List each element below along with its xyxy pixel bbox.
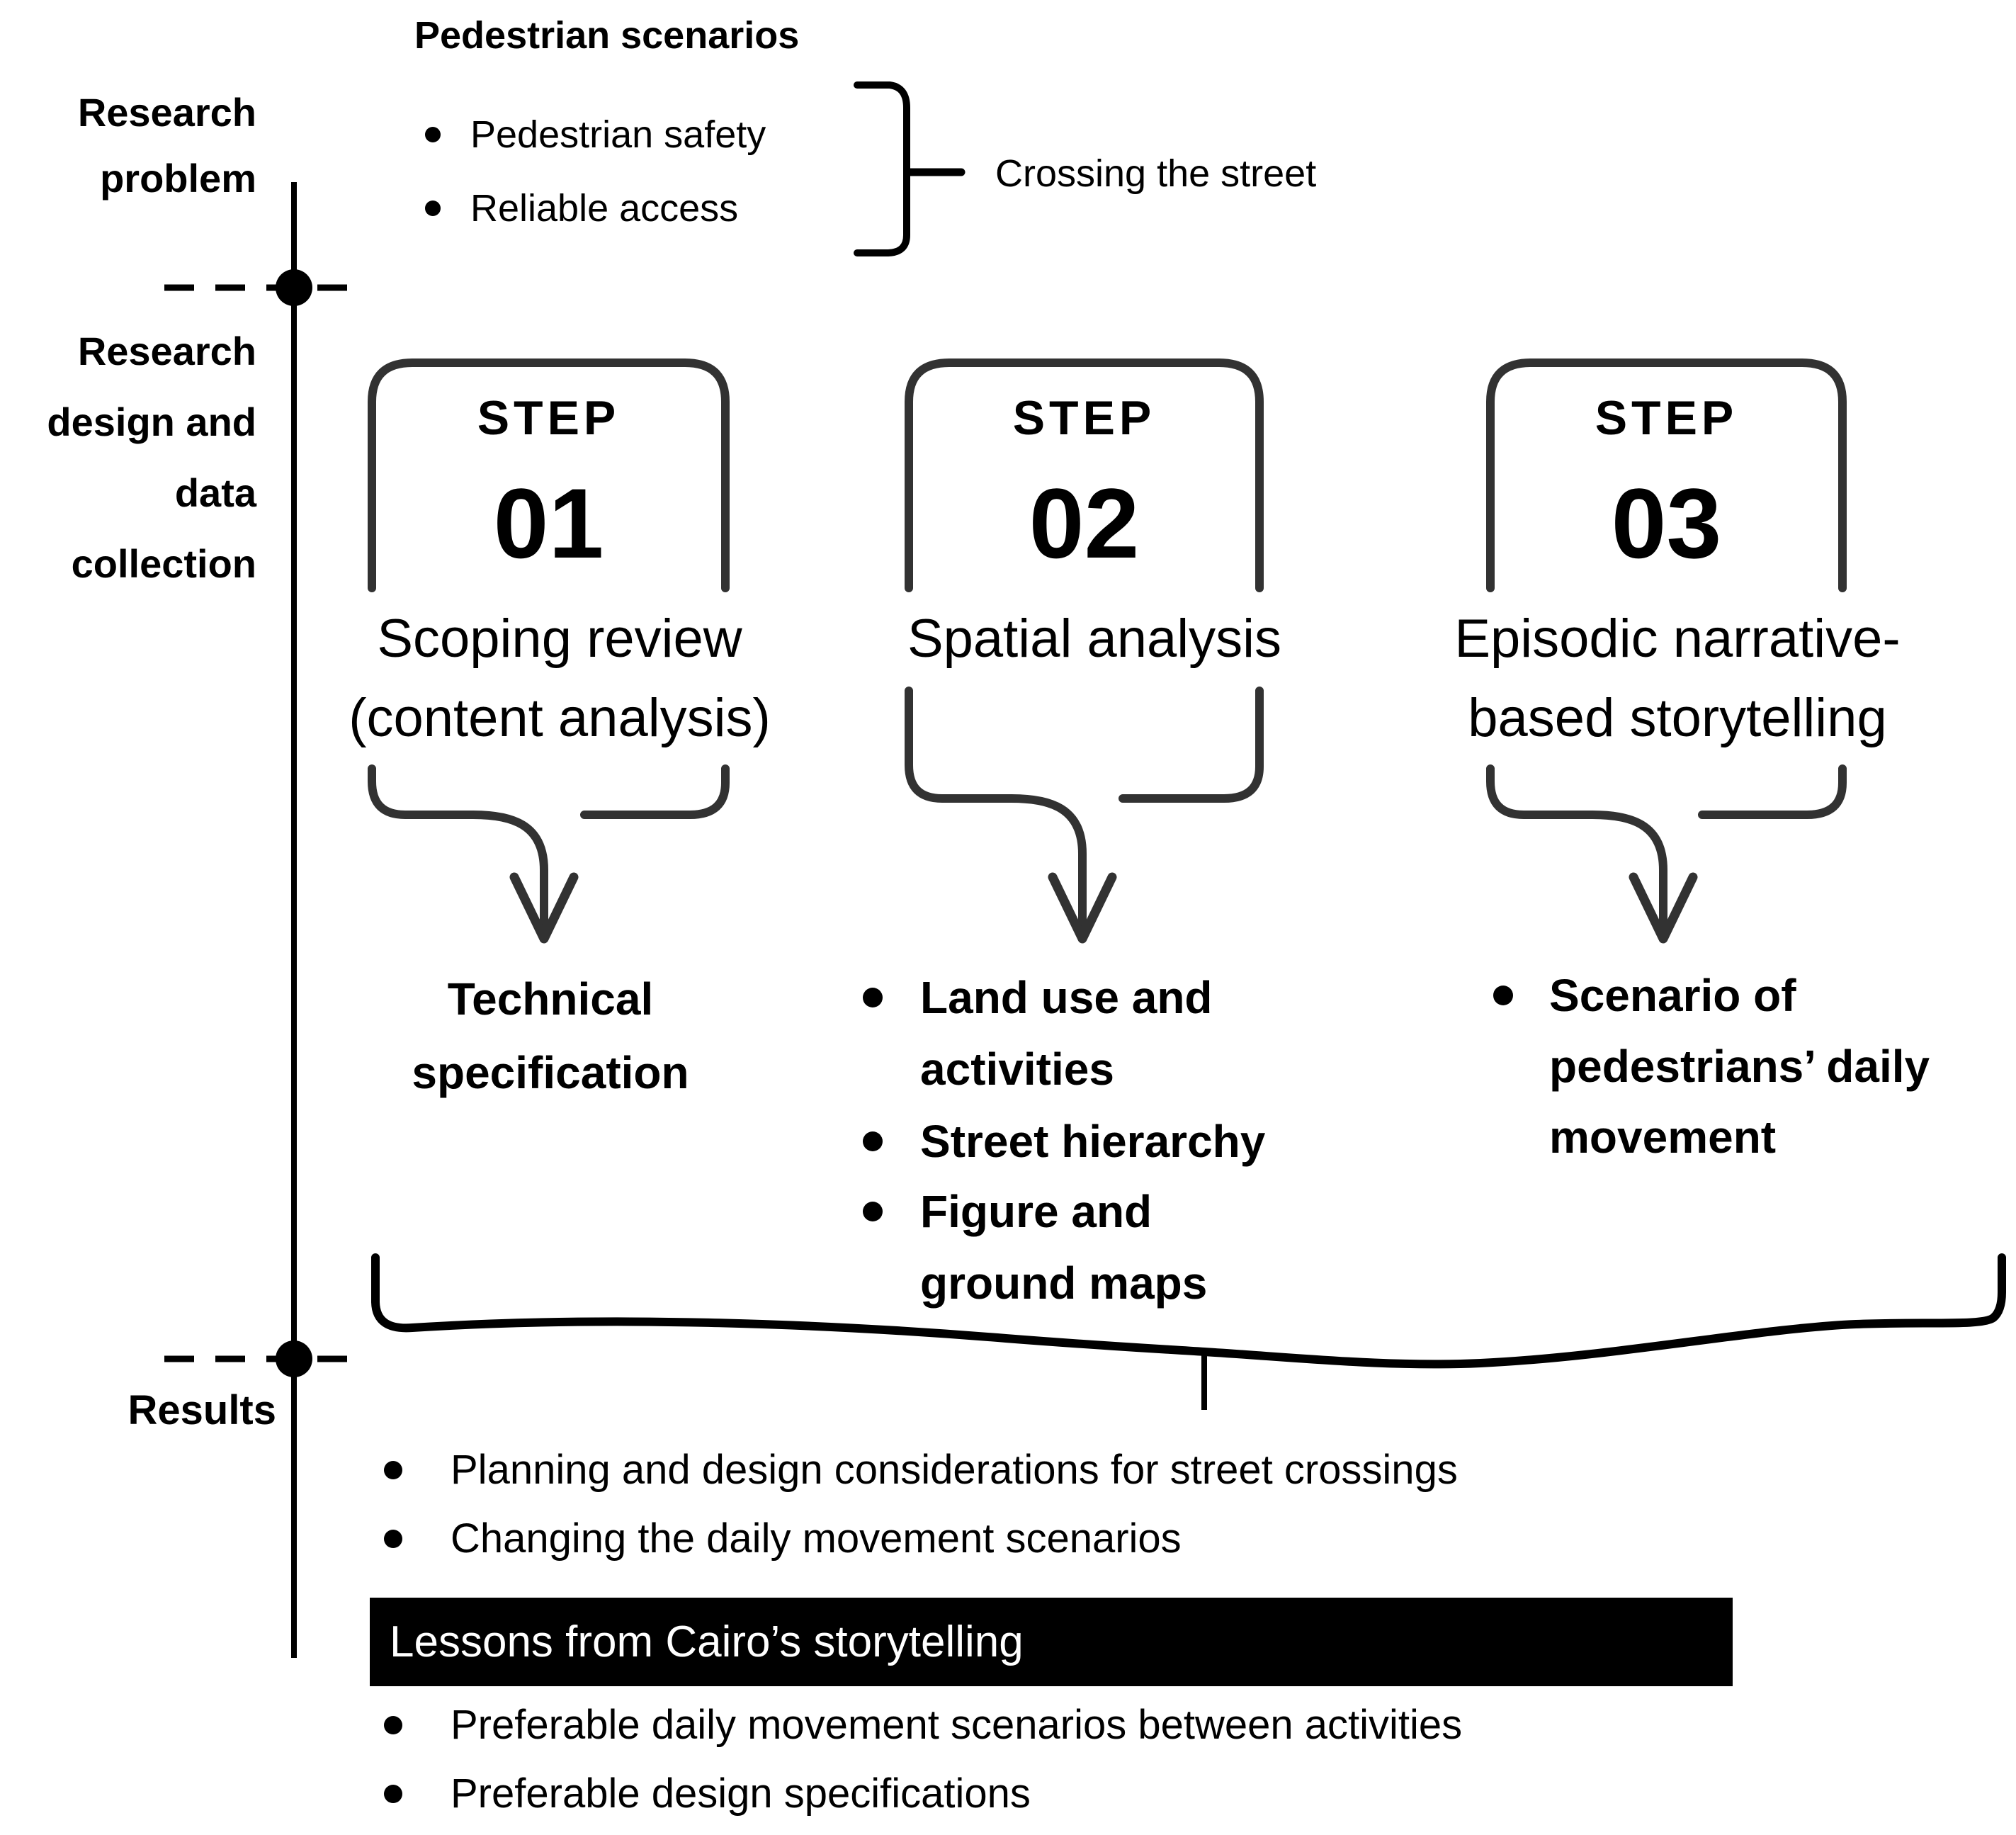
step2-callout-tail-right [1119, 687, 1264, 803]
bullet-icon [425, 127, 441, 142]
step1-name: Scoping review (content analysis) [349, 609, 771, 748]
step3-output-label: Scenario of pedestrians’ daily movement [1549, 970, 1930, 1163]
step2-output-label: Figure and ground maps [920, 1186, 1208, 1309]
step3-callout-tail [1486, 764, 1667, 937]
step3-output-item: Scenario of pedestrians’ daily movement [1493, 960, 1930, 1173]
problem-bullet-item: Pedestrian safety [425, 115, 766, 154]
arrow-down-icon [1629, 872, 1698, 944]
step2-output-item: Street hierarchy [863, 1106, 1265, 1178]
arrow-down-icon [1048, 872, 1117, 944]
problem-bullet-label: Reliable access [470, 187, 739, 230]
step1-number: 01 [493, 468, 604, 579]
step3-name: Episodic narrative- based storytelling [1454, 609, 1901, 748]
step1-box-outline [368, 358, 730, 592]
step2-name: Spatial analysis [907, 609, 1282, 669]
result-bullet-label: Planning and design considerations for s… [451, 1447, 1458, 1493]
phase-divider-dot-icon [276, 269, 312, 306]
step1-callout-tail [368, 764, 548, 937]
result-bullet-item: Preferable daily movement scenarios betw… [384, 1701, 1462, 1749]
step2-tag: STEP [1012, 391, 1156, 445]
step2-number: 02 [1029, 468, 1140, 579]
step3-number: 03 [1611, 468, 1722, 579]
step1-callout-tail-right [580, 764, 730, 819]
problem-bullet-item: Reliable access [425, 188, 738, 228]
page-title: Pedestrian scenarios [414, 14, 800, 57]
phase-label-research-problem: Research problem [77, 90, 256, 201]
bullet-icon [863, 988, 883, 1007]
bullet-icon [384, 1461, 402, 1479]
bullet-icon [384, 1716, 402, 1734]
result-bullet-label: Preferable design specifications [451, 1771, 1031, 1817]
results-brace-icon [371, 1253, 2006, 1369]
step2-callout-tail [905, 687, 1087, 937]
step1-output-label: Technical specification [412, 973, 689, 1098]
lessons-banner: Lessons from Cairo’s storytelling [370, 1598, 1733, 1686]
step2-output-label: Land use and activities [920, 972, 1213, 1095]
bracket-icon [854, 81, 910, 256]
bullet-icon [1493, 986, 1513, 1005]
step3-box-outline [1486, 358, 1847, 592]
arrow-down-icon [509, 872, 579, 944]
problem-bullet-label: Pedestrian safety [470, 113, 766, 156]
phase-divider-dot-icon [276, 1340, 312, 1377]
phase-label-results: Results [128, 1387, 276, 1433]
bullet-icon [384, 1530, 402, 1548]
step1-tag: STEP [477, 391, 621, 445]
step2-output-item: Figure and ground maps [863, 1176, 1207, 1319]
result-bullet-item: Changing the daily movement scenarios [384, 1515, 1182, 1563]
bullet-icon [384, 1785, 402, 1803]
step2-box-outline [905, 358, 1264, 592]
bullet-icon [863, 1202, 883, 1221]
result-bullet-label: Changing the daily movement scenarios [451, 1515, 1182, 1562]
crossing-the-street-label: Crossing the street [995, 152, 1317, 195]
step2-output-label: Street hierarchy [920, 1116, 1266, 1167]
bullet-icon [425, 201, 441, 216]
result-bullet-item: Preferable design specifications [384, 1770, 1031, 1818]
result-bullet-item: Planning and design considerations for s… [384, 1446, 1458, 1494]
step3-callout-tail-right [1698, 764, 1847, 819]
result-bullet-label: Preferable daily movement scenarios betw… [451, 1702, 1463, 1748]
step2-output-item: Land use and activities [863, 962, 1213, 1105]
phase-label-research-design: Research design and data collection [47, 329, 256, 586]
bullet-icon [863, 1131, 883, 1151]
step3-tag: STEP [1595, 391, 1738, 445]
